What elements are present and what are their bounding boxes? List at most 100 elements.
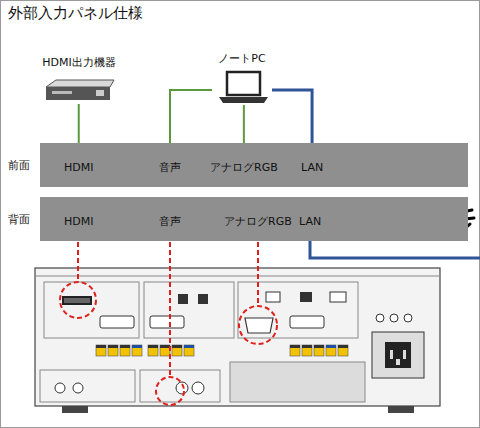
callout-lines — [156, 377, 184, 405]
equipment-rear — [44, 282, 139, 338]
laptop-icon — [219, 97, 268, 103]
equipment-rear — [40, 370, 135, 402]
jack — [172, 345, 182, 356]
terminal-label: アナログRGB — [221, 208, 295, 231]
jack — [148, 345, 158, 356]
equipment-rear — [245, 318, 273, 333]
jack — [184, 345, 194, 356]
jack-top — [326, 345, 336, 348]
node-label: アナログRGB — [210, 161, 278, 174]
device-icon — [46, 80, 114, 100]
laptop-icon — [227, 72, 260, 95]
terminal-label: LAN — [298, 154, 326, 177]
callout-lines — [169, 226, 171, 377]
node-label: 音声 — [159, 161, 181, 174]
equipment-rear — [403, 350, 406, 359]
jack — [120, 345, 130, 356]
jack-top — [184, 345, 194, 348]
jack — [314, 345, 324, 356]
equipment-rear — [35, 276, 440, 277]
node-label: HDMI — [64, 161, 93, 174]
jack-top — [302, 345, 312, 348]
node-label: アナログRGB — [224, 215, 292, 228]
device-node: ノートPC — [212, 52, 272, 105]
title: 外部入力パネル仕様 — [8, 4, 143, 23]
equipment-rear — [150, 316, 184, 328]
jack-top — [290, 345, 300, 348]
equipment-rear — [372, 332, 424, 378]
equipment-rear — [96, 345, 348, 356]
panel-band: 前面HDMI音声アナログRGBLAN — [40, 143, 468, 187]
equipment-rear — [62, 406, 88, 413]
jack — [326, 345, 336, 356]
equipment-rear — [330, 292, 346, 302]
terminal-label: 音声 — [156, 208, 184, 231]
panel-heading: 背面 — [2, 197, 36, 241]
equipment-rear — [390, 350, 393, 359]
jack-top — [172, 345, 182, 348]
equipment-rear — [404, 314, 412, 322]
equipment-rear — [385, 342, 411, 368]
equipment-rear — [396, 359, 400, 365]
equipment-rear — [390, 314, 398, 322]
terminal-label: HDMI — [61, 208, 96, 231]
equipment-rear — [192, 382, 204, 394]
jack-top — [120, 345, 130, 348]
node-label: LAN — [299, 215, 321, 228]
equipment-rear — [266, 292, 280, 302]
jack — [338, 345, 348, 356]
equipment-rear — [178, 294, 188, 304]
equipment-rear — [144, 282, 234, 338]
jack-top — [338, 345, 348, 348]
jack-top — [108, 345, 118, 348]
device-icon — [52, 91, 72, 94]
device-node: HDMI出力機器 — [38, 56, 120, 104]
callout-lines — [60, 282, 96, 318]
equipment-rear — [230, 362, 365, 402]
jack-top — [314, 345, 324, 348]
equipment-rear — [290, 316, 324, 328]
jack — [290, 345, 300, 356]
callout-lines — [60, 226, 277, 405]
equipment-rear — [376, 314, 384, 322]
jack — [132, 345, 142, 356]
panel-heading: 前面 — [2, 143, 36, 187]
equipment-rear — [55, 383, 65, 393]
equipment-rear — [62, 296, 92, 305]
terminal-label: 音声 — [156, 154, 184, 177]
terminal-label: LAN — [296, 208, 324, 231]
jack — [302, 345, 312, 356]
node-label: HDMI出力機器 — [38, 56, 120, 70]
equipment-rear — [300, 292, 312, 302]
terminal-label: アナログRGB — [207, 154, 281, 177]
panel-band: 背面HDMI音声アナログRGBLAN — [40, 197, 468, 241]
jack-top — [148, 345, 158, 348]
equipment-rear — [388, 406, 414, 413]
node-label: 音声 — [159, 215, 181, 228]
jack-top — [132, 345, 142, 348]
laptop-icon — [219, 72, 268, 103]
jack — [108, 345, 118, 356]
jack — [160, 345, 170, 356]
node-label: ノートPC — [212, 52, 272, 66]
equipment-rear — [35, 268, 440, 413]
device-icon — [46, 87, 110, 100]
callout-lines — [239, 306, 277, 344]
device-icon — [96, 90, 104, 96]
equipment-rear — [176, 382, 188, 394]
equipment-rear — [238, 282, 358, 338]
node-label: LAN — [301, 161, 323, 174]
equipment-rear — [198, 294, 208, 304]
device-icon — [46, 80, 114, 87]
terminal-label: HDMI — [61, 154, 96, 177]
equipment-rear — [64, 298, 90, 303]
node-label: HDMI — [64, 215, 93, 228]
equipment-rear — [35, 268, 440, 406]
jack-top — [160, 345, 170, 348]
equipment-rear — [73, 383, 83, 393]
jack — [96, 345, 106, 356]
equipment-rear — [140, 370, 220, 402]
equipment-rear — [100, 316, 134, 328]
jack-top — [96, 345, 106, 348]
